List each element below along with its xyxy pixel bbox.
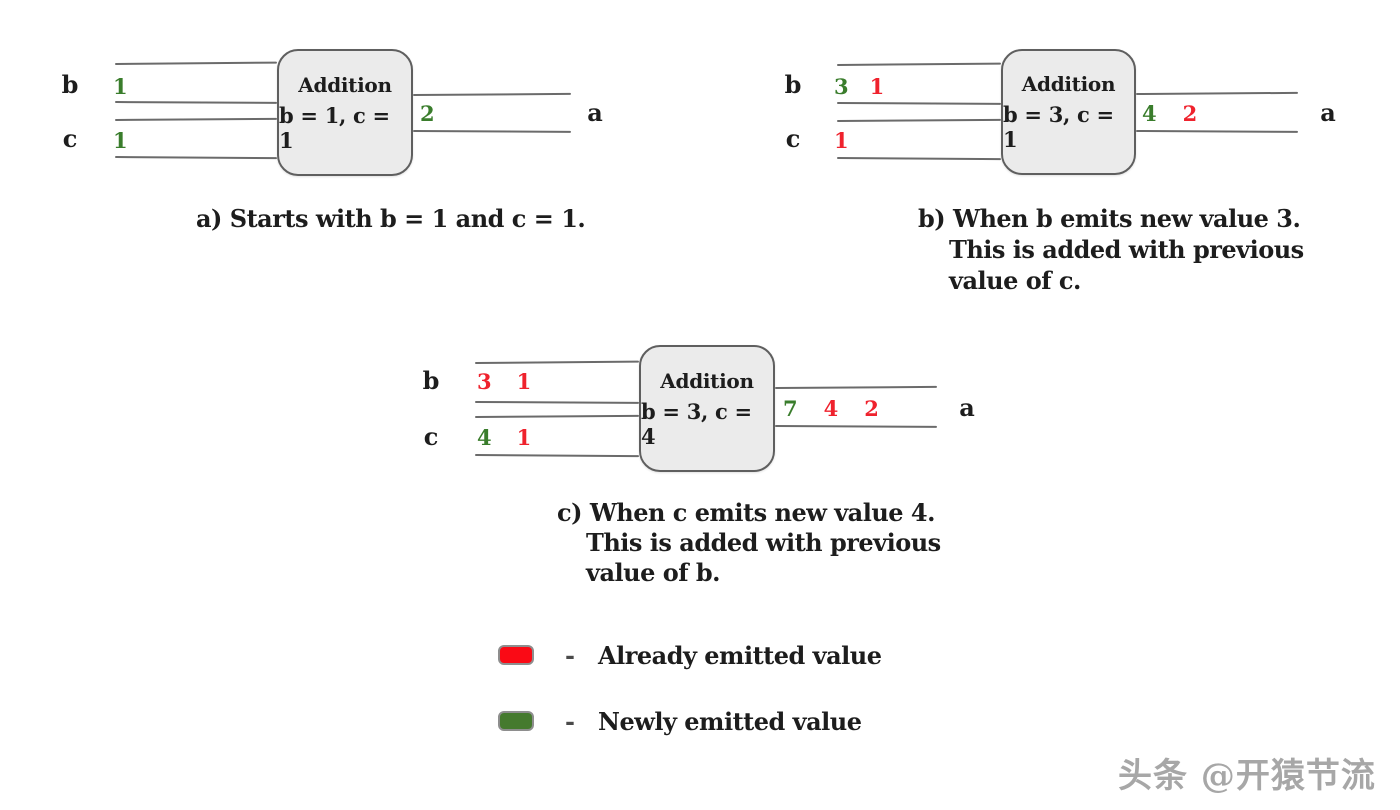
stream-label-b: b (784, 70, 802, 99)
stream-line (836, 102, 1002, 105)
stream-label-a: a (1320, 98, 1336, 127)
stream-line (774, 385, 938, 389)
addition-box: Addition b = 1, c = 1 (277, 49, 413, 176)
caption-line: c) When c emits new value 4. (557, 498, 935, 527)
stream-values-c: 1 (834, 127, 849, 155)
stream-line (836, 157, 1002, 161)
stream-line (1135, 91, 1299, 95)
addition-box: Addition b = 3, c = 4 (639, 345, 775, 472)
caption-line: value of c. (949, 266, 1081, 295)
addition-box-title: Addition (298, 72, 392, 97)
stream-values-out: 4 2 (1142, 100, 1197, 128)
stream-value: 2 (864, 396, 879, 421)
legend-dash: - (565, 641, 575, 670)
stream-line (412, 130, 572, 133)
stream-values-out: 2 (420, 100, 435, 128)
stream-line (114, 156, 278, 160)
caption-line: b) When b emits new value 3. (918, 204, 1301, 233)
stream-values-c: 4 1 (477, 424, 531, 452)
stream-line (412, 92, 572, 96)
addition-box-state: b = 3, c = 1 (1003, 102, 1114, 152)
stream-value: 1 (869, 74, 885, 99)
stream-label-c: c (785, 124, 801, 153)
stream-line (836, 118, 1002, 122)
stream-label-b: b (61, 70, 79, 99)
addition-box: Addition b = 3, c = 1 (1001, 49, 1136, 175)
stream-line (836, 62, 1002, 66)
stream-line (114, 61, 278, 65)
caption-line: This is added with previous (949, 235, 1304, 264)
panel-b-caption: b) When b emits new value 3. This is add… (918, 203, 1304, 296)
stream-value: 1 (113, 74, 128, 99)
panel-a-caption: a) Starts with b = 1 and c = 1. (196, 203, 586, 234)
stream-values-c: 1 (113, 127, 128, 155)
legend-label-newly-emitted: Newly emitted value (598, 707, 862, 736)
stream-value: 2 (1182, 101, 1198, 126)
stream-values-b: 1 (113, 73, 128, 101)
addition-box-state: b = 3, c = 4 (641, 398, 752, 449)
caption-line: a) Starts with b = 1 and c = 1. (196, 204, 586, 233)
stream-value: 4 (477, 425, 492, 450)
caption-line: This is added with previous (586, 528, 941, 557)
stream-label-c: c (423, 422, 439, 451)
legend-swatch-green (498, 711, 534, 731)
stream-value: 1 (834, 128, 849, 153)
stream-line (474, 414, 640, 418)
stream-label-c: c (62, 124, 78, 153)
legend-swatch-red (498, 645, 534, 665)
addition-box-state: b = 1, c = 1 (279, 102, 390, 153)
stream-line (114, 117, 278, 121)
stream-line (474, 454, 640, 458)
stream-line (114, 101, 278, 104)
caption-line: value of b. (586, 558, 721, 587)
stream-value: 2 (420, 101, 435, 126)
stream-value: 4 (1142, 101, 1157, 126)
panel-c-caption: c) When c emits new value 4. This is add… (557, 498, 941, 588)
stream-value: 4 (823, 396, 839, 421)
legend-dash: - (565, 707, 575, 736)
stream-label-a: a (587, 98, 603, 127)
stream-value: 1 (516, 425, 532, 450)
stream-value: 1 (516, 369, 532, 394)
stream-value: 1 (113, 128, 128, 153)
addition-box-title: Addition (660, 368, 754, 393)
stream-values-b: 3 1 (477, 368, 531, 396)
watermark-text: 头条 @开猿节流 (1118, 756, 1376, 796)
stream-line (1135, 130, 1299, 133)
stream-value: 3 (477, 369, 492, 394)
stream-value: 3 (834, 74, 849, 99)
stream-values-b: 3 1 (834, 73, 884, 101)
stream-values-out: 7 4 2 (783, 395, 879, 423)
stream-value: 7 (783, 396, 798, 421)
stream-label-b: b (422, 366, 440, 395)
stream-line (474, 401, 640, 404)
stream-line (474, 360, 640, 364)
addition-box-title: Addition (1021, 72, 1116, 96)
stream-label-a: a (959, 393, 975, 422)
legend-label-already-emitted: Already emitted value (598, 641, 882, 670)
stream-line (774, 425, 938, 428)
